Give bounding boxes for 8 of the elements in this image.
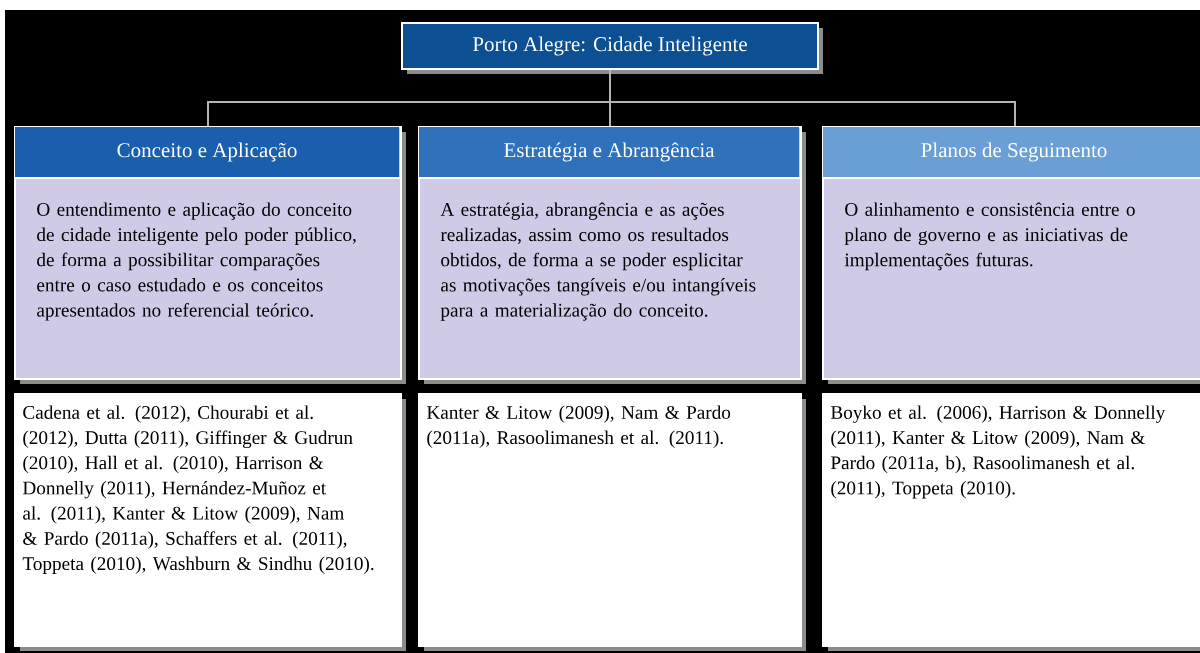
category-panel: Estratégia e Abrangência A estratégia, abrangência e as ações realizadas, assim como os resultados obtidos, de forma a se poder esplicitar as motivações tangíveis e/ou intangíveis para a materialização do conceito.	[417, 126, 806, 384]
title-box: Porto Alegre: Cidade Inteligente	[401, 22, 823, 74]
reference-box: Boyko et al. (2006), Harrison & Donnelly (2011), Kanter & Litow (2009), Nam & Pardo (2011a, b), Rasoolimanesh et al. (2011), Toppeta (2010).	[822, 393, 1200, 651]
reference-box: Cadena et al. (2012), Chourabi et al. (2012), Dutta (2011), Giffinger & Gudrun (2010), Hall et al. (2010), Harrison & Donnelly (2011), Hernández-Muñoz et al. (2011), Kanter & Litow (2009), Nam & Pardo (2011a), Schaffers et al. (2011), Toppeta (2010), Washburn & Sindhu (2010).	[14, 393, 406, 651]
category-panel: Conceito e Aplicação O entendimento e aplicação do conceito de cidade inteligente pelo poder público, de forma a possibilitar comparações entre o caso estudado e os conceitos apresentados no referencial teórico.	[13, 126, 406, 384]
connector-line	[609, 69, 1016, 127]
reference-box: Kanter & Litow (2009), Nam & Pardo (2011a), Rasoolimanesh et al. (2011).	[418, 393, 806, 651]
category-panel: Planos de Seguimento O alinhamento e consistência entre o plano de governo e as iniciativas de implementações futuras.	[821, 126, 1200, 384]
